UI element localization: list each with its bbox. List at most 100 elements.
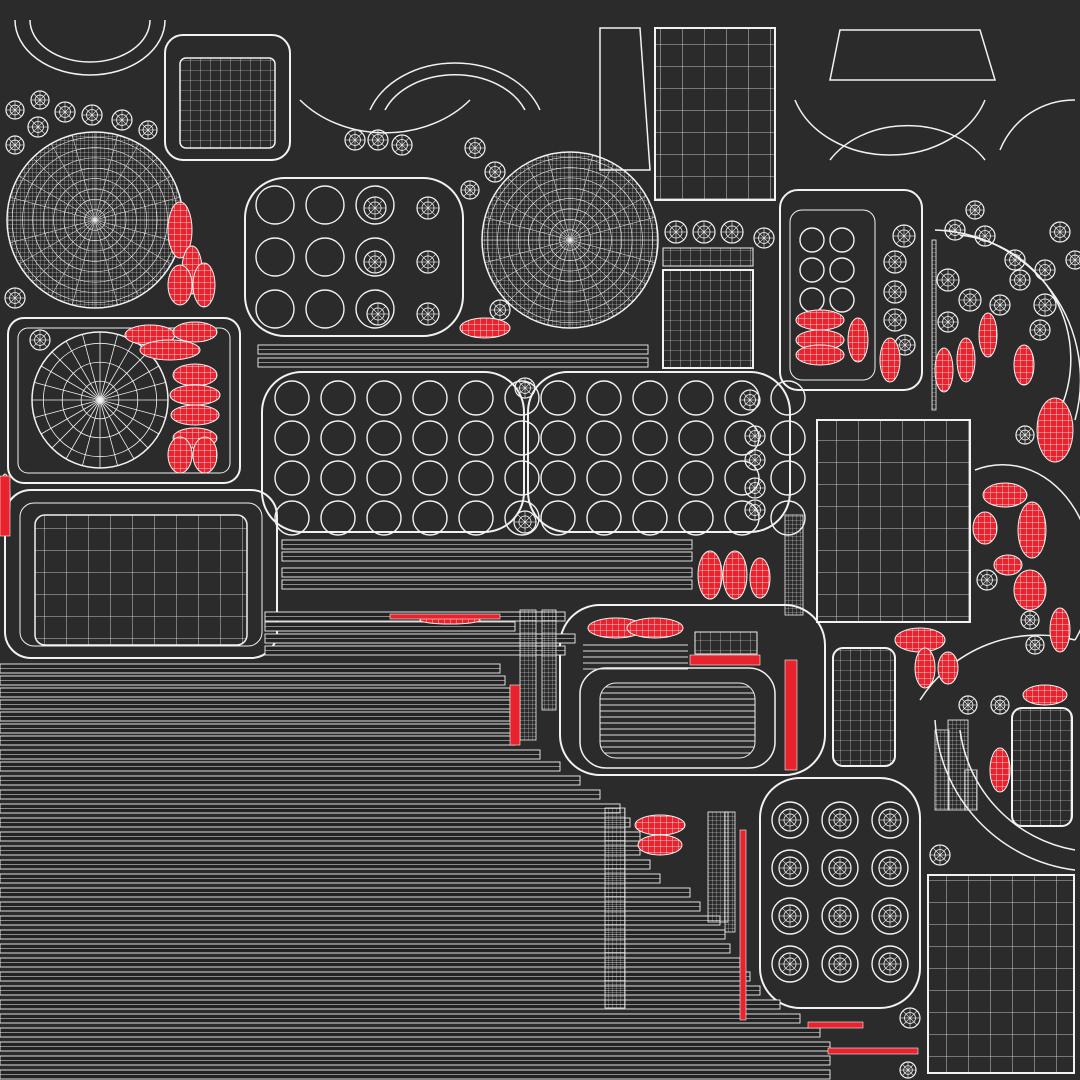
muffin-cup [678, 380, 714, 416]
small-disc [778, 904, 802, 928]
muffin-cup [771, 849, 809, 887]
muffin-cup [724, 460, 760, 496]
small-disc [366, 302, 390, 326]
small-disc [416, 302, 440, 326]
muffin-cup [255, 237, 295, 277]
muffin-cup [540, 380, 576, 416]
muffin-cup [871, 849, 909, 887]
small-disc [664, 220, 688, 244]
muffin-cup [632, 420, 668, 456]
small-disc [878, 952, 902, 976]
red-highlight-island [1036, 397, 1074, 463]
small-disc [391, 134, 413, 156]
muffin-cup [412, 460, 448, 496]
muffin-cup [829, 227, 855, 253]
small-disc [753, 227, 775, 249]
muffin-cup [799, 227, 825, 253]
muffin-cup [366, 380, 402, 416]
muffin-cup [724, 380, 760, 416]
muffin-cup [678, 500, 714, 536]
edge-strip [0, 735, 516, 746]
red-highlight-island [1013, 344, 1035, 386]
muffin-cup [320, 500, 356, 536]
muffin-cup [355, 185, 395, 225]
muffin-cup [821, 849, 859, 887]
small-disc [5, 100, 25, 120]
muffin-cup [770, 380, 806, 416]
small-disc [1025, 635, 1045, 655]
red-highlight-island [459, 317, 511, 339]
edge-strip [264, 645, 566, 656]
small-disc [1004, 249, 1026, 271]
small-disc [944, 219, 966, 241]
edge-strip [0, 687, 511, 698]
red-highlight-island [172, 321, 218, 343]
edge-strip [0, 675, 506, 686]
small-disc [883, 280, 907, 304]
small-disc [1020, 610, 1040, 630]
red-highlight-island [894, 627, 946, 653]
small-disc [937, 311, 959, 333]
red-highlight-island [1013, 569, 1047, 611]
red-highlight-strip [827, 1047, 919, 1055]
muffin-cup [305, 185, 345, 225]
edge-strip [257, 357, 649, 368]
red-highlight-island [795, 344, 845, 366]
muffin-cup [255, 185, 295, 225]
small-disc [878, 904, 902, 928]
red-highlight-island [167, 436, 193, 474]
muffin-cup [829, 287, 855, 313]
edge-strip [0, 1041, 831, 1052]
muffin-cup [586, 380, 622, 416]
muffin-cup [320, 380, 356, 416]
muffin-cup [504, 500, 540, 536]
muffin-cup [274, 460, 310, 496]
muffin-cup [586, 500, 622, 536]
muffin-cup [821, 801, 859, 839]
muffin-cup [724, 500, 760, 536]
red-highlight-island [972, 511, 998, 545]
small-disc [464, 137, 486, 159]
edge-strip [0, 699, 511, 710]
small-disc [744, 425, 766, 447]
muffin-cup [458, 500, 494, 536]
small-disc [416, 250, 440, 274]
edge-strip [281, 551, 693, 562]
small-disc-group [4, 90, 1080, 1079]
red-highlight-island [795, 309, 845, 331]
muffin-cup [632, 500, 668, 536]
muffin-cup [871, 897, 909, 935]
small-disc [828, 808, 852, 832]
small-disc [692, 220, 716, 244]
muffin-cup [320, 460, 356, 496]
red-highlight-strip [509, 684, 521, 746]
red-highlight-strip [0, 475, 11, 537]
muffin-cup [366, 460, 402, 496]
muffin-cup [458, 460, 494, 496]
edge-strip [0, 1055, 831, 1066]
edge-strip-vertical [784, 514, 804, 616]
square-panel-top [164, 34, 291, 161]
edge-strip-vertical [541, 609, 557, 711]
edge-strip-vertical [931, 239, 937, 411]
small-disc [828, 904, 852, 928]
muffin-tray-right-column [779, 189, 923, 391]
edge-strip [0, 901, 701, 912]
edge-strip [281, 539, 693, 550]
edge-strip [0, 761, 561, 772]
small-disc [460, 180, 480, 200]
small-disc [720, 220, 744, 244]
red-highlight-island [847, 317, 869, 363]
small-panel-rounded [832, 647, 1073, 827]
small-disc [30, 90, 50, 110]
edge-strip [0, 985, 761, 996]
edge-strip-vertical [934, 729, 950, 811]
small-disc [883, 250, 907, 274]
edge-strip [0, 999, 781, 1010]
small-disc [1015, 425, 1035, 445]
muffin-cup [678, 460, 714, 496]
small-disc [1029, 319, 1051, 341]
red-highlight-strip [807, 1021, 864, 1029]
edge-strip [281, 567, 693, 578]
